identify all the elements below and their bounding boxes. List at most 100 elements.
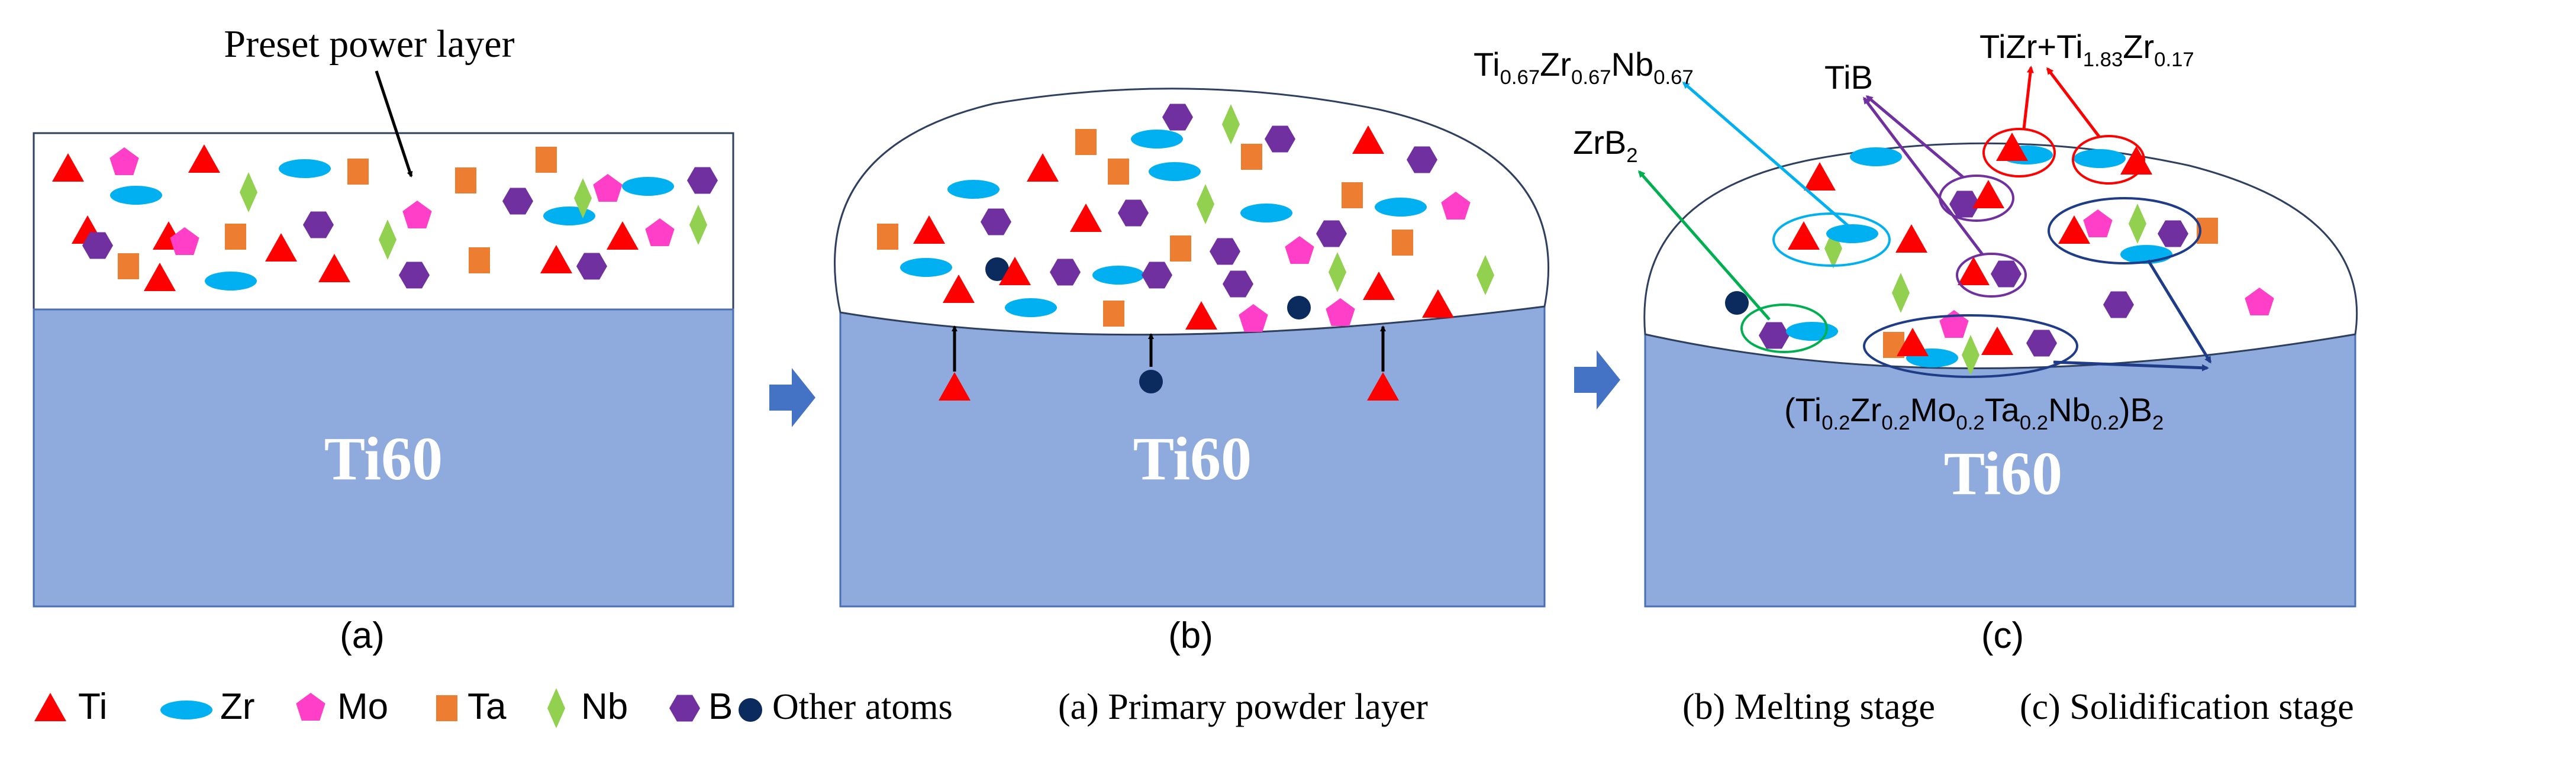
nb-atom-icon — [1476, 255, 1494, 295]
ta-atom-icon — [347, 159, 369, 185]
b-atom-icon — [1142, 262, 1172, 289]
b-atom-icon — [1759, 322, 1790, 349]
zr-atom-icon — [1240, 204, 1292, 222]
nb-atom-icon — [547, 688, 565, 728]
ta-atom-icon — [1170, 235, 1191, 262]
mo-atom-icon — [1285, 236, 1314, 264]
ta-atom-icon — [1075, 129, 1097, 155]
other-atom-icon — [739, 698, 762, 722]
ti-atom-icon — [943, 275, 975, 303]
panel-a-caption: (a) — [340, 615, 385, 656]
phase-label-tib: TiB — [1824, 59, 1873, 96]
legend-mo-label: Mo — [337, 686, 388, 727]
zr-atom-icon — [543, 206, 595, 225]
ti-atom-icon — [318, 254, 350, 282]
other-atom-icon — [1287, 296, 1311, 319]
ti-atom-icon — [1185, 301, 1217, 330]
b-atom-icon — [1050, 259, 1081, 286]
arrow-tib-1 — [1865, 95, 1965, 179]
legend-other-label: Other atoms — [772, 687, 953, 727]
nb-atom-icon — [2129, 204, 2146, 244]
ta-atom-icon — [469, 247, 490, 273]
zr-atom-icon — [1850, 147, 1902, 166]
ta-atom-icon — [455, 167, 476, 193]
zr-atom-icon — [205, 272, 257, 290]
zr-atom-icon — [1131, 130, 1183, 149]
nb-atom-icon — [1222, 104, 1240, 144]
phase-label-tizr: TiZr+Ti1.83Zr0.17 — [1979, 28, 2194, 71]
mo-atom-icon — [1326, 298, 1355, 326]
b-atom-icon — [981, 208, 1011, 235]
panel-b-upward-arrows — [952, 325, 1386, 372]
b-atom-icon — [2103, 291, 2134, 318]
legend-b-label: B — [708, 686, 733, 727]
b-atom-icon — [1210, 238, 1240, 265]
cluster-tib-ring-2 — [1956, 253, 2027, 298]
ti-atom-icon — [1897, 328, 1929, 356]
ta-atom-icon — [877, 224, 898, 250]
process-arrow-1 — [769, 368, 815, 427]
ta-atom-icon — [1241, 144, 1262, 170]
cluster-tizr-ring-2 — [2072, 135, 2145, 185]
ta-atom-icon — [225, 224, 246, 250]
panel-c-caption: (c) — [1981, 615, 2024, 656]
b-atom-icon — [1949, 191, 1980, 218]
b-atom-icon — [1162, 104, 1193, 131]
zr-atom-icon — [900, 258, 952, 277]
legend-ti-label: Ti — [78, 686, 107, 727]
ti-atom-icon — [144, 263, 176, 291]
mo-atom-icon — [645, 218, 675, 246]
mo-atom-icon — [2083, 209, 2113, 237]
ti-atom-icon — [1367, 372, 1399, 401]
ti-atom-icon — [2120, 146, 2152, 175]
ti-atom-icon — [1972, 180, 2004, 208]
ti-atom-icon — [540, 245, 572, 273]
preset-layer-arrow — [375, 70, 413, 177]
ti-atom-icon — [913, 215, 945, 244]
ti-atom-icon — [1422, 289, 1454, 318]
panel-c-particles — [1725, 133, 2274, 375]
zr-atom-icon — [110, 186, 162, 205]
ti-atom-icon — [1981, 327, 2013, 355]
ta-atom-icon — [1103, 301, 1124, 327]
b-atom-icon — [687, 167, 718, 194]
nb-atom-icon — [574, 178, 592, 218]
nb-atom-icon — [689, 205, 707, 245]
arrow-tizr-2 — [2046, 67, 2101, 138]
ti-atom-icon — [1804, 162, 1836, 191]
legend-symbols — [34, 688, 762, 728]
zr-atom-icon — [1786, 322, 1838, 341]
arrow-tizr-1 — [2022, 66, 2034, 130]
phase-label-high-entropy-boride: (Ti0.2Zr0.2Mo0.2Ta0.2Nb0.2)B2 — [1784, 391, 2164, 434]
b-atom-icon — [2158, 220, 2188, 247]
mo-atom-icon — [109, 147, 139, 175]
panel-c-phase-arrows — [1638, 66, 2212, 372]
b-atom-icon — [1991, 260, 2022, 288]
other-atom-icon — [1725, 291, 1749, 315]
process-arrow-2 — [1574, 350, 1620, 409]
cluster-tizr-ring-1 — [1982, 128, 2056, 177]
ti-atom-icon — [188, 144, 220, 173]
preset-layer-label: Preset power layer — [224, 22, 514, 66]
panel-a-particles — [52, 144, 718, 291]
b-atom-icon — [1118, 199, 1149, 227]
ti-atom-icon — [2058, 215, 2090, 244]
zr-atom-icon — [279, 159, 331, 178]
legend-nb-label: Nb — [581, 686, 628, 727]
ti-atom-icon — [34, 693, 66, 721]
nb-atom-icon — [1892, 273, 1910, 313]
ta-atom-icon — [1108, 159, 1129, 185]
panel-c: Ti60 (c) Ti0.67Zr0.67Nb0.67 TiB TiZr+Ti1… — [1474, 28, 2358, 656]
panel-c-substrate-label: Ti60 — [1944, 440, 2062, 508]
ti-atom-icon — [1996, 133, 2028, 161]
panel-a: Ti60 (a) Preset power layer — [33, 22, 734, 656]
b-atom-icon — [502, 188, 533, 215]
b-atom-icon — [576, 253, 607, 280]
mo-atom-icon — [296, 693, 325, 721]
ti-atom-icon — [1027, 153, 1059, 182]
zr-atom-icon — [1005, 298, 1057, 317]
zr-atom-icon — [2074, 149, 2126, 168]
ti-atom-icon — [607, 221, 639, 250]
arrow-tib-2 — [1863, 96, 1984, 256]
nb-atom-icon — [1962, 335, 1979, 375]
